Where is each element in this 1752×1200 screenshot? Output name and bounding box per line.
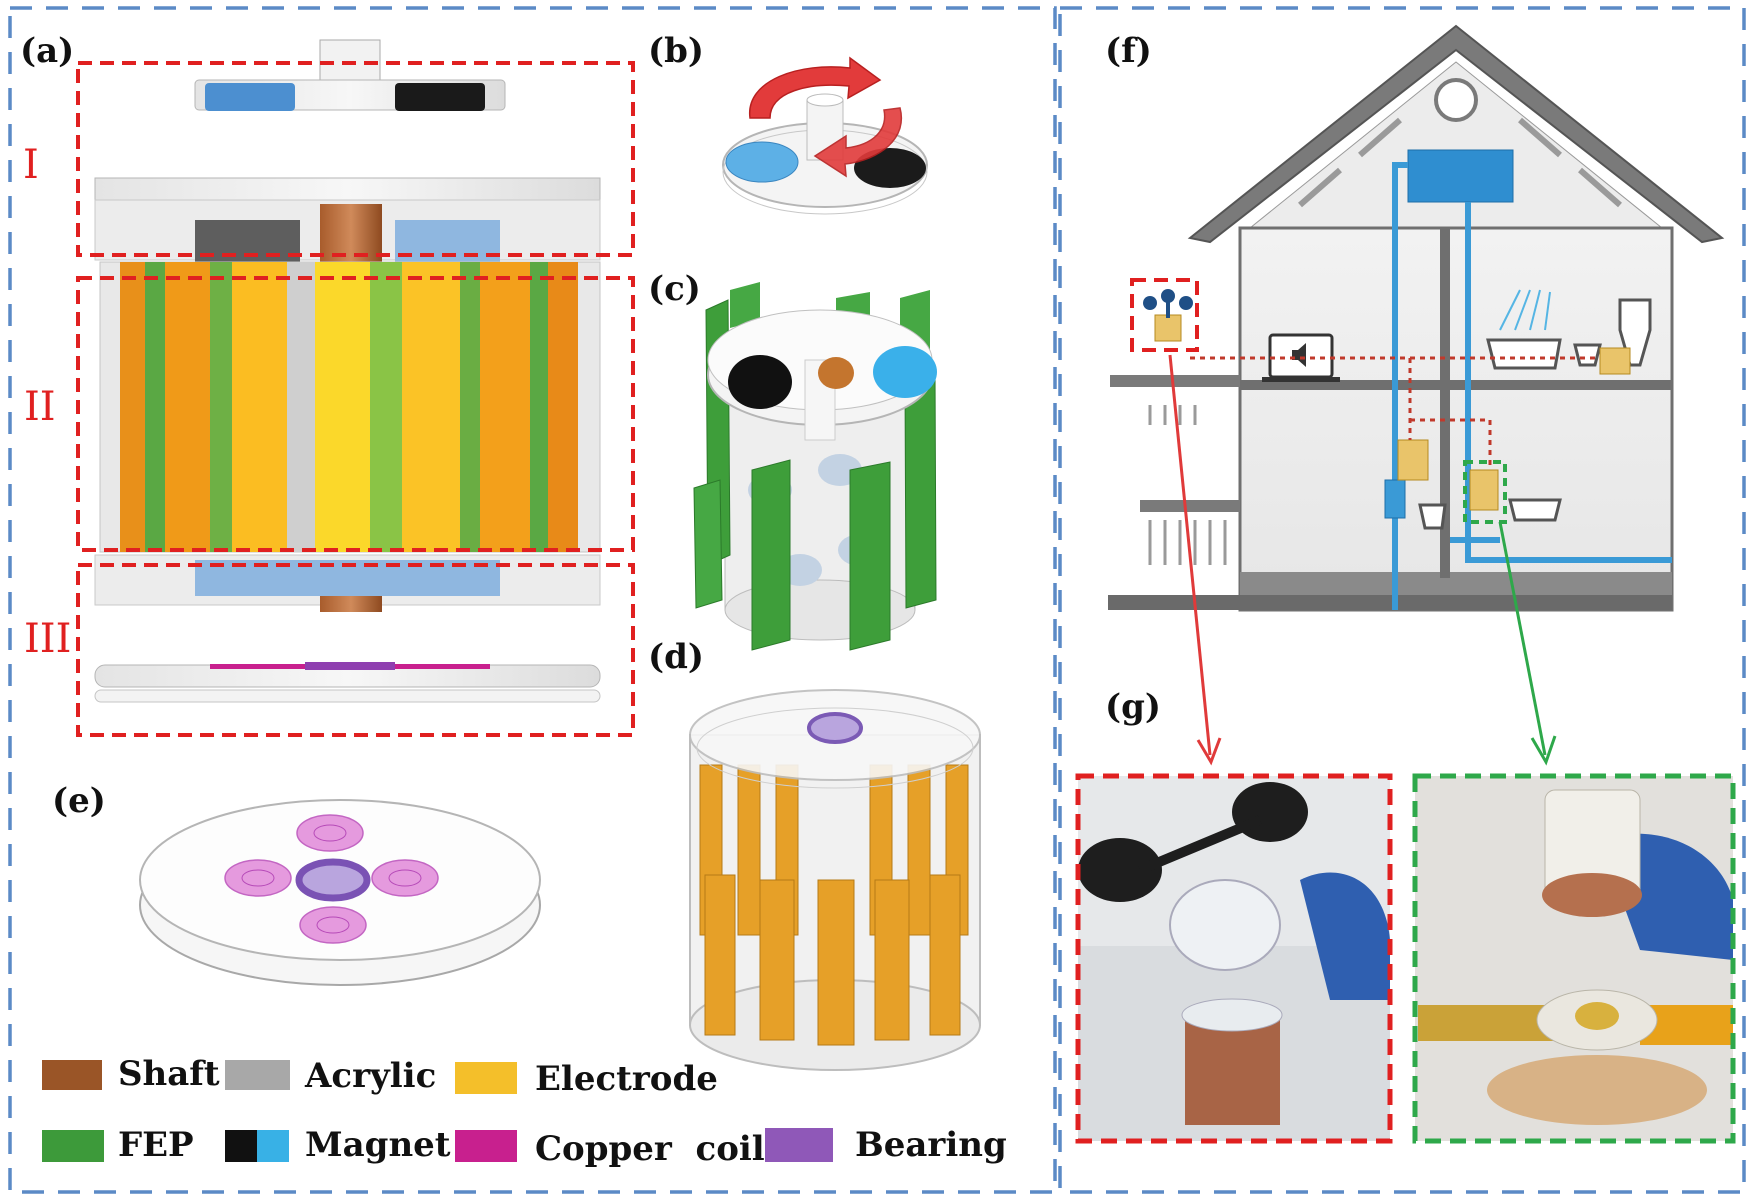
legend-label-fep: FEP bbox=[118, 1125, 194, 1165]
panel-label-f: (f) bbox=[1105, 31, 1152, 71]
panel-label-c: (c) bbox=[648, 269, 701, 309]
legend-swatch-electrode bbox=[455, 1062, 517, 1094]
copper-coil bbox=[296, 814, 364, 852]
panel-label-a: (a) bbox=[20, 31, 74, 71]
water-generator bbox=[1469, 469, 1499, 511]
laptop bbox=[1262, 333, 1340, 382]
region-box-1 bbox=[76, 61, 635, 257]
water-callout-box bbox=[1463, 460, 1507, 524]
photo-wind-device bbox=[1075, 773, 1393, 1144]
left-frame bbox=[8, 6, 1057, 1194]
disc-magnet-black bbox=[854, 148, 926, 188]
region-box-3 bbox=[76, 563, 635, 737]
legend-swatch-magnet-black bbox=[225, 1130, 257, 1162]
legend-swatch-magnet-blue bbox=[257, 1130, 289, 1162]
legend-label-magnet: Magnet bbox=[305, 1125, 451, 1165]
legend-label-electrode: Electrode bbox=[535, 1059, 718, 1099]
wind-callout-box bbox=[1130, 278, 1199, 352]
panel-e-coil-plate bbox=[139, 799, 541, 986]
panel-b-rotating-disc bbox=[722, 56, 928, 215]
panel-label-b: (b) bbox=[648, 31, 704, 71]
disc-magnet-blue bbox=[725, 141, 799, 183]
right-frame bbox=[1058, 6, 1746, 1194]
region-label-3: III bbox=[24, 616, 71, 662]
legend-label-acrylic: Acrylic bbox=[304, 1056, 436, 1096]
region-label-1: I bbox=[23, 142, 39, 188]
panel-d-stator-cylinder bbox=[689, 689, 981, 1071]
bearing-ring bbox=[807, 712, 863, 744]
panel-c-rotor bbox=[693, 282, 937, 651]
anemometer-icon bbox=[1143, 289, 1193, 318]
wind-generator bbox=[1154, 314, 1182, 342]
legend-swatch-fep bbox=[42, 1130, 104, 1162]
legend-swatch-copper-coil bbox=[455, 1130, 517, 1162]
legend-label-copper-coil: Copper coil bbox=[535, 1129, 765, 1169]
photo-water-device bbox=[1412, 773, 1736, 1144]
panel-label-g: (g) bbox=[1105, 687, 1161, 727]
panel-label-d: (d) bbox=[648, 637, 704, 677]
legend-swatch-acrylic bbox=[225, 1060, 290, 1090]
panel-f-house bbox=[1108, 24, 1725, 766]
rotor-magnet-blue bbox=[873, 346, 937, 398]
top-magnet-blue bbox=[205, 83, 295, 111]
rotor-magnet-black bbox=[728, 355, 792, 409]
bearing bbox=[295, 858, 371, 902]
legend-label-bearing: Bearing bbox=[855, 1125, 1007, 1165]
top-magnet-black bbox=[395, 83, 485, 111]
legend: Shaft Acrylic Electrode FEP Magnet Coppe… bbox=[42, 1054, 1007, 1169]
rotor-shaft bbox=[818, 357, 854, 389]
rotation-arrows-icon bbox=[749, 56, 903, 178]
water-tank bbox=[1407, 149, 1514, 203]
region-box-2 bbox=[76, 276, 635, 552]
region-label-2: II bbox=[24, 384, 56, 430]
panel-a-exploded-view bbox=[76, 39, 635, 737]
speaker-icon bbox=[1292, 343, 1306, 367]
legend-label-shaft: Shaft bbox=[118, 1054, 220, 1094]
panel-label-e: (e) bbox=[52, 781, 106, 821]
legend-swatch-shaft bbox=[42, 1060, 102, 1090]
legend-swatch-bearing bbox=[765, 1128, 833, 1162]
